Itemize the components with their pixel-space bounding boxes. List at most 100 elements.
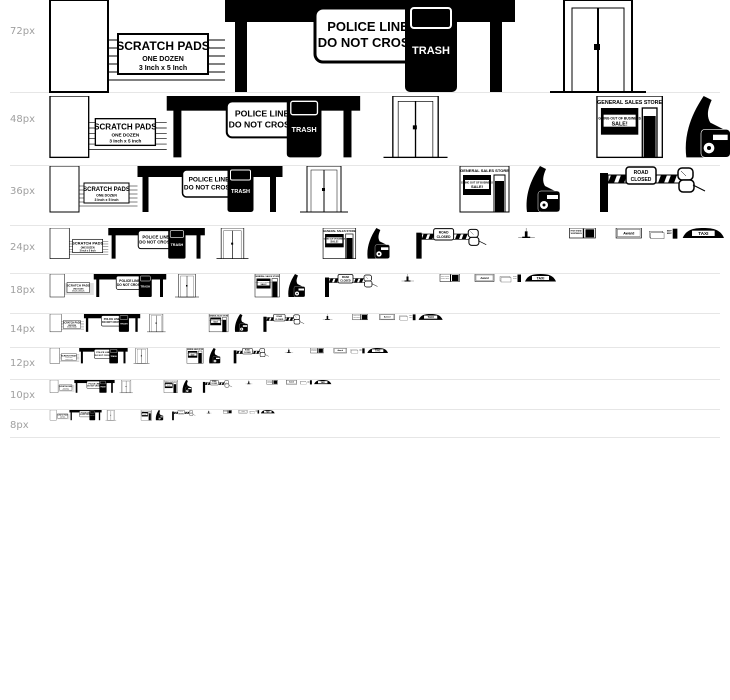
row-divider — [10, 347, 720, 348]
svg-text:BEEP!: BEEP! — [409, 315, 413, 317]
svg-text:DO NOT CROSS: DO NOT CROSS — [102, 321, 122, 324]
trash-can-icon: TRASH — [109, 348, 118, 364]
svg-text:VEGETABLES: VEGETABLES — [571, 232, 583, 235]
svg-text:3 Inch x 5 Inch: 3 Inch x 5 Inch — [94, 198, 118, 202]
double-door-icon — [175, 274, 199, 298]
row-divider — [10, 165, 720, 166]
svg-text:CLOSED: CLOSED — [179, 412, 184, 414]
stacked-signs-icon: BEEP!BEEP! — [249, 410, 260, 414]
size-label: 8px — [10, 420, 29, 431]
svg-text:DO NOT CROSS: DO NOT CROSS — [95, 355, 112, 357]
svg-text:DO NOT CROSS: DO NOT CROSS — [87, 386, 102, 388]
svg-text:GOING OUT OF BUSINESS: GOING OUT OF BUSINESS — [324, 239, 346, 241]
svg-text:POLICE LINE: POLICE LINE — [104, 318, 120, 321]
taxi-sign-icon: TAXI — [525, 274, 556, 282]
svg-text:SCRATCH PADS: SCRATCH PADS — [61, 354, 77, 357]
svg-text:POLICE LINE: POLICE LINE — [119, 279, 140, 283]
svg-text:SCRATCH PADS: SCRATCH PADS — [94, 122, 157, 131]
size-label: 10px — [10, 390, 35, 401]
svg-text:SALE!: SALE! — [471, 184, 483, 189]
svg-text:GENERAL SALES STORE: GENERAL SALES STORE — [255, 275, 280, 278]
hand-phone-icon — [234, 314, 248, 332]
svg-text:TRASH: TRASH — [120, 322, 128, 325]
svg-text:POLICE LINE: POLICE LINE — [89, 383, 101, 385]
svg-text:TRASH: TRASH — [292, 125, 317, 134]
svg-text:3 Inch x 5 Inch: 3 Inch x 5 Inch — [65, 359, 73, 361]
svg-text:ONE DOZEN: ONE DOZEN — [65, 357, 72, 359]
svg-text:BEEP!: BEEP! — [667, 230, 673, 232]
svg-text:SALE!: SALE! — [261, 283, 267, 286]
hand-phone-icon — [155, 410, 164, 421]
svg-text:FRUIT STAND: FRUIT STAND — [571, 229, 583, 232]
svg-text:Award: Award — [480, 276, 489, 280]
svg-text:BEEP!: BEEP! — [513, 276, 517, 278]
eyeglasses-icon — [259, 348, 269, 357]
taxi-sign-icon: TAXI — [314, 380, 332, 385]
trash-can-icon: TRASH — [405, 0, 457, 92]
svg-text:BEEP!: BEEP! — [359, 349, 362, 351]
row-divider — [10, 92, 720, 93]
award-certificate-icon: Award — [379, 314, 395, 321]
row-divider — [10, 437, 720, 438]
svg-text:TAXI: TAXI — [375, 350, 380, 353]
svg-text:ROAD: ROAD — [276, 315, 282, 318]
desk-lamp-icon — [245, 380, 253, 385]
svg-text:Award: Award — [384, 316, 391, 319]
taxi-sign-icon: TAXI — [418, 314, 443, 320]
row-divider — [10, 225, 720, 226]
desk-lamp-icon — [206, 410, 212, 414]
svg-text:ONE DOZEN: ONE DOZEN — [63, 387, 69, 389]
svg-text:ONE DOZEN: ONE DOZEN — [142, 56, 184, 63]
trash-can-icon: TRASH — [168, 228, 186, 259]
svg-text:BEEP!: BEEP! — [307, 382, 310, 384]
svg-text:ROAD: ROAD — [439, 230, 449, 234]
row-divider — [10, 379, 720, 380]
size-label: 72px — [10, 26, 35, 37]
double-door-icon — [383, 96, 448, 159]
svg-text:ONE DOZEN: ONE DOZEN — [112, 133, 140, 138]
svg-text:CLOSED: CLOSED — [244, 352, 252, 354]
svg-text:ONE DOZEN: ONE DOZEN — [96, 194, 117, 198]
svg-text:TRASH: TRASH — [231, 189, 250, 195]
desk-lamp-icon — [322, 314, 333, 320]
hand-phone-icon — [685, 96, 730, 158]
stacked-signs-icon: BEEP!BEEP! — [499, 274, 521, 283]
double-door-icon — [300, 166, 348, 213]
stacked-signs-icon: BEEP!BEEP! — [649, 228, 678, 239]
size-label: 24px — [10, 242, 35, 253]
row-divider — [10, 313, 720, 314]
svg-text:GOING OUT OF BUSINESS: GOING OUT OF BUSINESS — [187, 353, 198, 355]
svg-text:ONE DOZEN: ONE DOZEN — [68, 325, 76, 327]
row-divider — [10, 409, 720, 410]
award-certificate-icon: Award — [615, 228, 642, 239]
svg-text:BEEP!: BEEP! — [359, 350, 362, 352]
size-label: 14px — [10, 324, 35, 335]
stacked-signs-icon: BEEP!BEEP! — [350, 348, 365, 354]
svg-text:POLICE LINE: POLICE LINE — [327, 19, 409, 34]
double-door-icon — [216, 228, 249, 259]
hand-phone-icon — [288, 274, 306, 298]
